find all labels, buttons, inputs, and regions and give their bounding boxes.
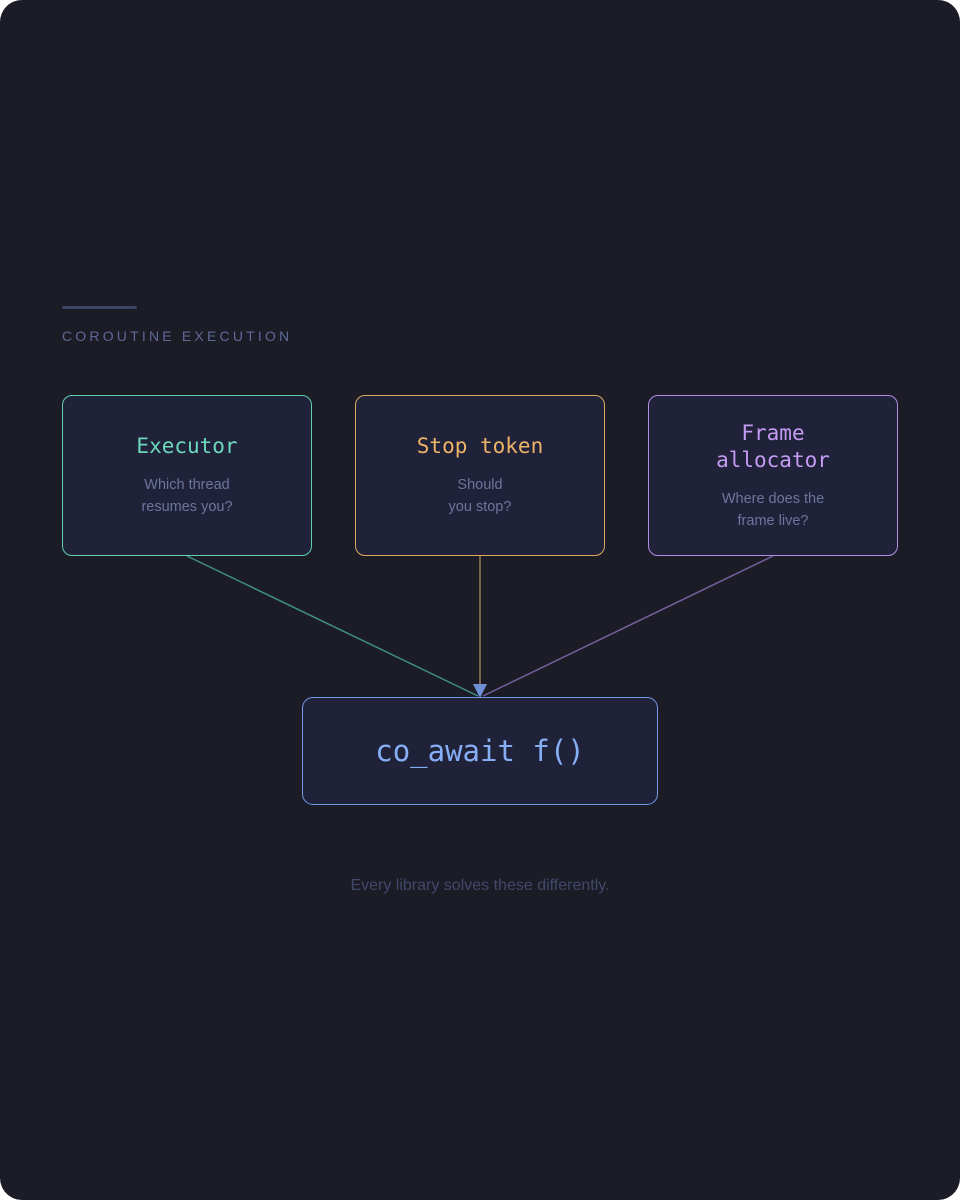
stop-token-title: Stop token bbox=[416, 434, 544, 458]
executor-title: Executor bbox=[136, 434, 238, 458]
edge-executor-to-co-await bbox=[186, 555, 479, 697]
stop-token-node: Stop token Should you stop? bbox=[355, 395, 605, 556]
co-await-title: co_await f() bbox=[375, 734, 585, 768]
accent-rule bbox=[62, 306, 137, 309]
caption: Every library solves these differently. bbox=[350, 877, 610, 894]
co-await-node: co_await f() bbox=[302, 697, 658, 805]
frame-allocator-description: Where does the frame live? bbox=[721, 490, 825, 529]
edge-frame-allocator-to-co-await bbox=[482, 555, 774, 697]
stop-token-description: Should you stop? bbox=[448, 477, 512, 515]
arrowhead-icon bbox=[473, 684, 487, 698]
executor-node: Executor Which thread resumes you? bbox=[62, 395, 312, 556]
frame-allocator-title: Frame allocator bbox=[716, 420, 830, 472]
executor-description: Which thread resumes you? bbox=[141, 477, 233, 515]
frame-allocator-node: Frame allocator Where does the frame liv… bbox=[648, 395, 898, 556]
section-label: COROUTINE EXECUTION bbox=[62, 328, 293, 344]
